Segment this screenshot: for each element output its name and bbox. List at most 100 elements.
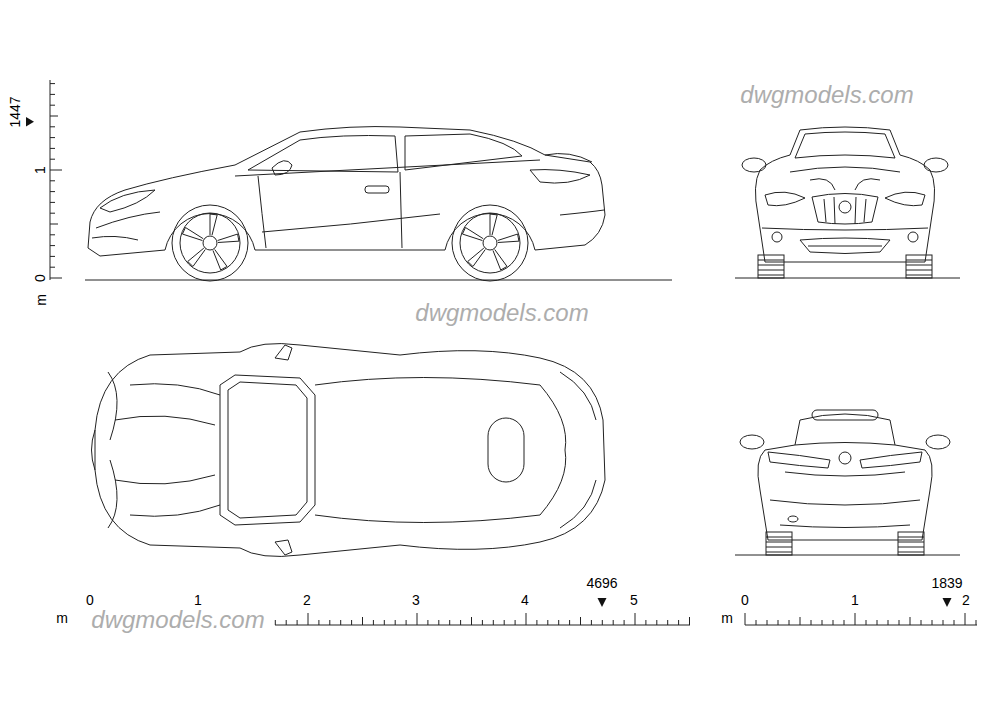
- scale-tick: [855, 613, 856, 625]
- scale-tick: [318, 620, 319, 625]
- scale-tick: [471, 617, 472, 625]
- scale-tick: [678, 620, 679, 625]
- scale-tick: [745, 613, 746, 625]
- scale-tick: [50, 278, 62, 279]
- rear-view: [735, 410, 960, 555]
- scale-tick: [569, 620, 570, 625]
- front-view: [762, 228, 928, 230]
- scale-tick: [50, 126, 55, 127]
- side-view: [85, 280, 672, 281]
- top-view: [275, 345, 292, 360]
- wheel: [188, 248, 206, 266]
- wheel: [498, 234, 519, 242]
- scale-tick: [406, 620, 407, 625]
- front-view: [855, 179, 880, 190]
- scale-tick: [504, 620, 505, 625]
- side-view: [405, 134, 522, 170]
- wheel: [210, 214, 217, 235]
- scale-tick: [921, 620, 922, 625]
- side-view: [258, 176, 266, 248]
- scale-tick: [932, 620, 933, 625]
- top-view: [108, 460, 117, 528]
- rear-view: [758, 414, 932, 540]
- dimension-value: 4696: [586, 576, 617, 590]
- scale-tick: [50, 202, 55, 203]
- wheel: [490, 214, 497, 235]
- scale-tick: [965, 613, 966, 625]
- scale-number: 4: [521, 593, 529, 607]
- scale-number: 1: [33, 166, 47, 174]
- scale-tick: [656, 620, 657, 625]
- side-view: [365, 186, 389, 193]
- scale-tick: [50, 267, 55, 268]
- scale-tick: [50, 105, 55, 106]
- wheel: [462, 227, 483, 240]
- front-view: [765, 192, 805, 206]
- scale-tick: [767, 620, 768, 625]
- scale-tick: [438, 620, 439, 625]
- scale-tick: [536, 620, 537, 625]
- wheel: [493, 249, 507, 269]
- top-view: [92, 344, 606, 557]
- front-view: [772, 232, 782, 242]
- side-view: [262, 214, 440, 232]
- scale-tick: [667, 620, 668, 625]
- scale-tick: [493, 620, 494, 625]
- rear-view: [740, 435, 764, 449]
- top-view: [560, 372, 596, 420]
- scale-number: 2: [962, 593, 970, 607]
- front-view: [885, 192, 925, 206]
- unit-label: m: [56, 611, 68, 625]
- scale-tick: [602, 620, 603, 625]
- top-view: [315, 515, 540, 523]
- top-view: [315, 378, 540, 386]
- front-view: [758, 260, 932, 275]
- scale-number: 0: [33, 274, 47, 282]
- scale-tick: [297, 620, 298, 625]
- scale-tick: [417, 613, 418, 625]
- top-view: [115, 416, 215, 425]
- front-view: [808, 246, 882, 247]
- scale-tick: [613, 620, 614, 625]
- scale-tick: [943, 620, 944, 625]
- top-view: [560, 480, 596, 528]
- scale-tick: [50, 170, 62, 171]
- scale-tick: [558, 620, 559, 625]
- scale-tick: [50, 245, 55, 246]
- scale-tick: [50, 116, 58, 117]
- top-view: [115, 475, 215, 484]
- scale-number: 1: [851, 593, 859, 607]
- scale-tick: [866, 620, 867, 625]
- watermark: dwgmodels.com: [740, 83, 913, 107]
- side-view: [96, 212, 160, 228]
- scale-tick: [635, 613, 636, 625]
- unit-label: m: [34, 294, 48, 306]
- watermark: dwgmodels.com: [91, 608, 264, 632]
- rear-view: [785, 472, 905, 476]
- scale-tick: [888, 620, 889, 625]
- front-view: [812, 194, 878, 225]
- side-view: [92, 236, 138, 240]
- front-view: [790, 167, 900, 172]
- scale-tick: [50, 180, 55, 181]
- dimension-value: 1839: [931, 576, 962, 590]
- top-view: [92, 430, 96, 470]
- scale-number: 0: [741, 593, 749, 607]
- wheel: [172, 205, 528, 281]
- side-view: [530, 170, 590, 184]
- scale-tick: [580, 617, 581, 625]
- wheel: [172, 205, 248, 281]
- scale-ruler: [50, 80, 51, 280]
- side-view: [560, 210, 604, 215]
- scale-tick: [395, 620, 396, 625]
- scale-number: 1: [194, 593, 202, 607]
- scale-tick: [50, 191, 55, 192]
- scale-tick: [275, 620, 276, 625]
- rear-view: [926, 435, 950, 449]
- scale-tick: [689, 617, 690, 625]
- scale-tick: [515, 620, 516, 625]
- wheel: [172, 205, 248, 281]
- scale-tick: [427, 620, 428, 625]
- side-view: [400, 172, 402, 248]
- scale-tick: [50, 213, 55, 214]
